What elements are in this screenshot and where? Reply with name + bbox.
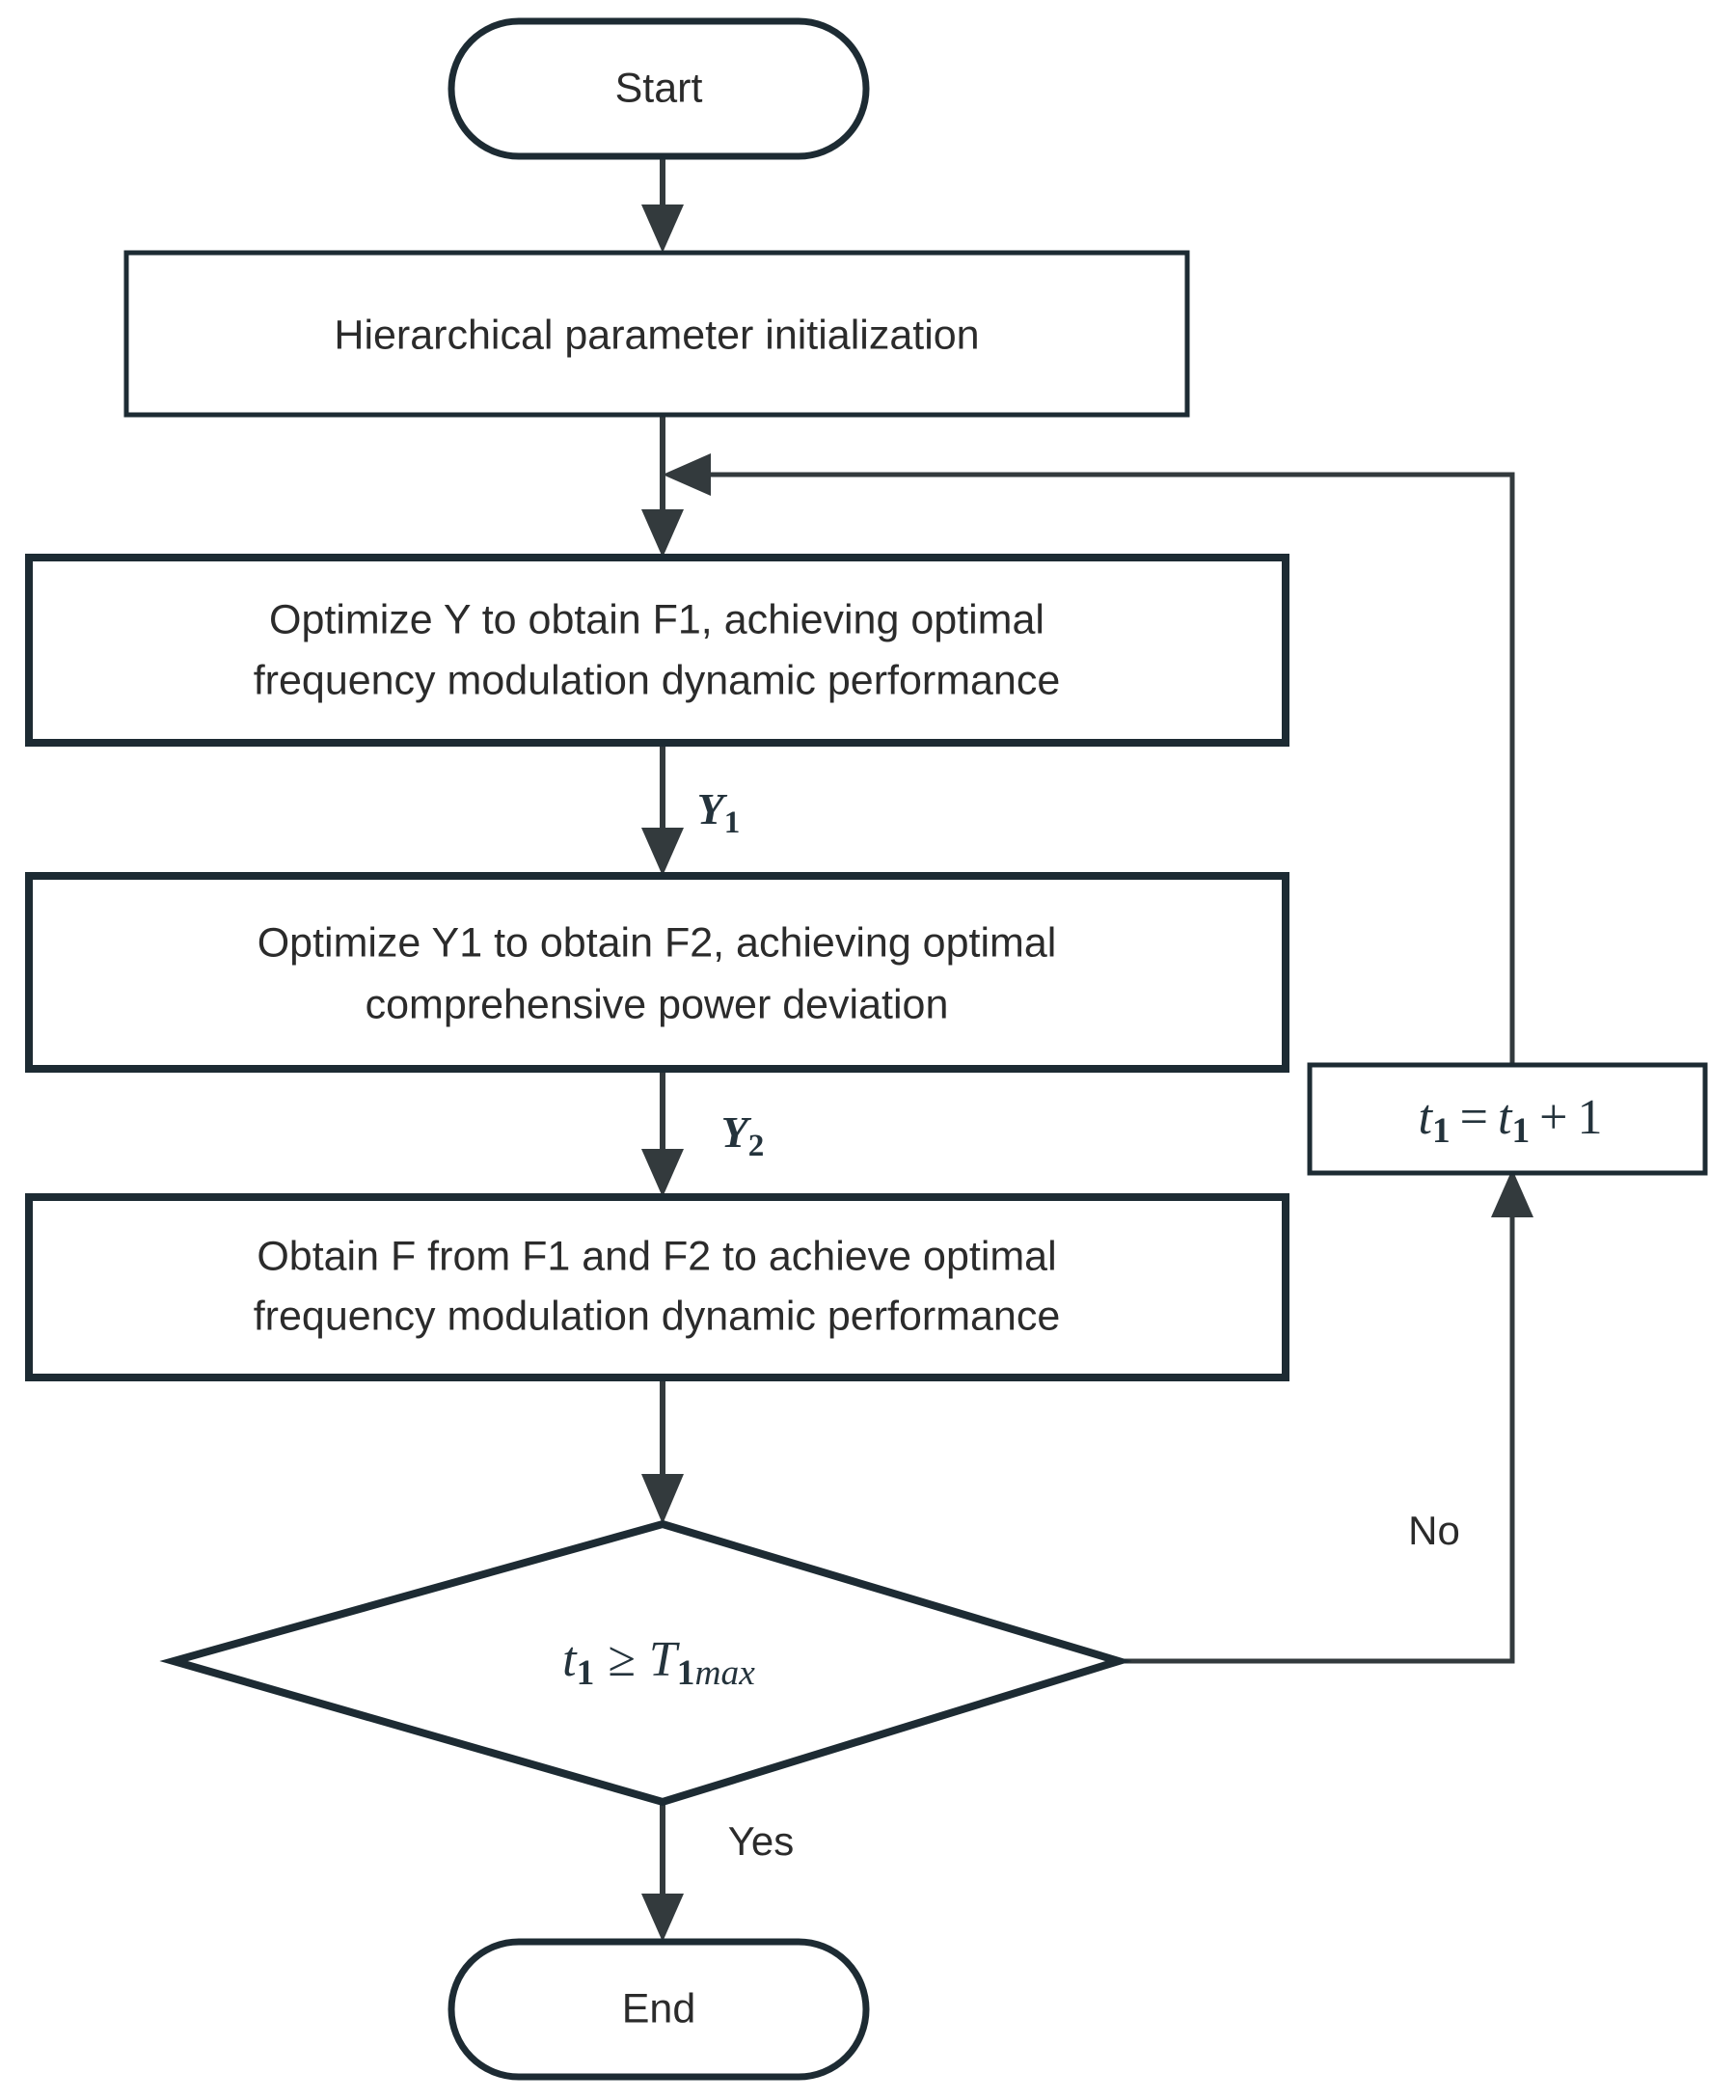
edge-label-y1: Y1 (697, 784, 741, 840)
node-end-label: End (622, 1985, 696, 2032)
edge-label-y2: Y2 (721, 1107, 765, 1163)
node-optimize-y-line1: Optimize Y to obtain F1, achieving optim… (269, 596, 1044, 642)
node-obtain-f-line1: Obtain F from F1 and F2 to achieve optim… (257, 1233, 1056, 1279)
edge-start-to-init (641, 156, 684, 253)
edge-decision-yes-to-end (641, 1802, 684, 1942)
edge-init-to-optimize-y (641, 415, 684, 558)
node-start[interactable]: Start (448, 17, 870, 160)
edge-label-yes: Yes (728, 1818, 795, 1864)
node-optimize-y1[interactable]: Optimize Y1 to obtain F2, achieving opti… (25, 872, 1289, 1073)
node-end[interactable]: End (448, 1938, 870, 2081)
node-start-label: Start (615, 65, 703, 111)
node-obtain-f[interactable]: Obtain F from F1 and F2 to achieve optim… (25, 1193, 1289, 1381)
node-decision[interactable]: t1≥T1max (159, 1519, 1132, 1807)
node-optimize-y1-line2: comprehensive power deviation (366, 981, 949, 1027)
node-optimize-y-line2: frequency modulation dynamic performance (254, 657, 1061, 703)
node-counter-label: t1=t1+1 (1419, 1090, 1603, 1151)
node-counter[interactable]: t1=t1+1 (1307, 1062, 1708, 1176)
edge-optimize-y1-to-obtain-f (641, 1069, 684, 1197)
node-init[interactable]: Hierarchical parameter initialization (123, 250, 1190, 418)
node-init-label: Hierarchical parameter initialization (334, 312, 979, 358)
edge-counter-to-loop-junction (663, 453, 1515, 1065)
edge-decision-no-to-counter (1119, 1169, 1533, 1664)
node-decision-label: t1≥T1max (562, 1632, 755, 1693)
node-optimize-y[interactable]: Optimize Y to obtain F1, achieving optim… (25, 554, 1289, 747)
edge-label-no: No (1408, 1508, 1460, 1553)
node-optimize-y1-line1: Optimize Y1 to obtain F2, achieving opti… (258, 919, 1057, 966)
edge-optimize-y-to-optimize-y1 (641, 743, 684, 876)
node-obtain-f-line2: frequency modulation dynamic performance (254, 1293, 1061, 1339)
edge-obtain-f-to-decision (641, 1377, 684, 1524)
